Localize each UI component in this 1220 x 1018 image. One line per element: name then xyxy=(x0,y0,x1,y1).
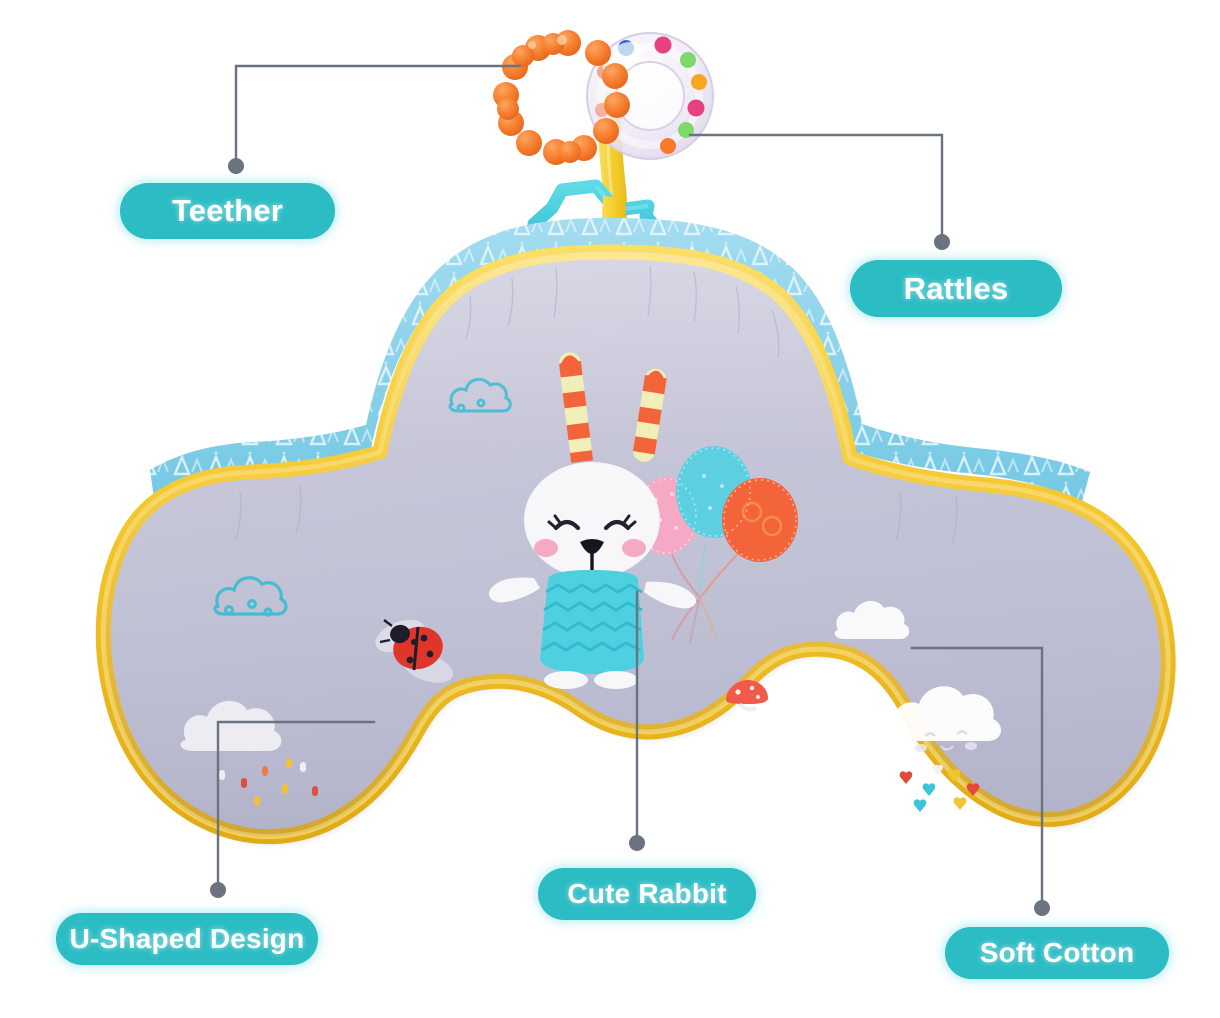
callout-label-u-shaped-design[interactable]: U-Shaped Design xyxy=(56,913,318,965)
cloud-white-small xyxy=(834,600,910,639)
callout-text-teether: Teether xyxy=(171,193,284,228)
pillow-top-band xyxy=(150,218,1090,502)
callout-label-rattles[interactable]: Rattles xyxy=(850,260,1062,317)
pillow xyxy=(103,218,1172,845)
rabbit-arm-right xyxy=(644,581,697,609)
callout-label-teether[interactable]: Teether xyxy=(120,183,335,239)
rabbit-print xyxy=(488,352,798,689)
mushroom-icon xyxy=(726,680,768,712)
rabbit-arm-left xyxy=(488,577,540,603)
callout-text-u-shaped-design: U-Shaped Design xyxy=(69,923,305,954)
rabbit-sweater xyxy=(540,570,644,674)
gather-stitching xyxy=(235,265,958,545)
callout-text-rattles: Rattles xyxy=(903,270,1009,306)
ladybug-icon xyxy=(375,619,454,683)
cloud-outline-left xyxy=(213,576,288,617)
callout-text-cute-rabbit: Cute Rabbit xyxy=(567,878,727,909)
rabbit-ears xyxy=(559,352,667,463)
cloud-outline-small xyxy=(448,377,512,413)
callout-label-soft-cotton[interactable]: Soft Cotton xyxy=(945,927,1169,979)
teether-ring xyxy=(493,30,630,165)
callout-text-soft-cotton: Soft Cotton xyxy=(979,937,1135,968)
hanging-toy-assembly xyxy=(493,30,714,300)
callout-label-cute-rabbit[interactable]: Cute Rabbit xyxy=(538,868,756,920)
